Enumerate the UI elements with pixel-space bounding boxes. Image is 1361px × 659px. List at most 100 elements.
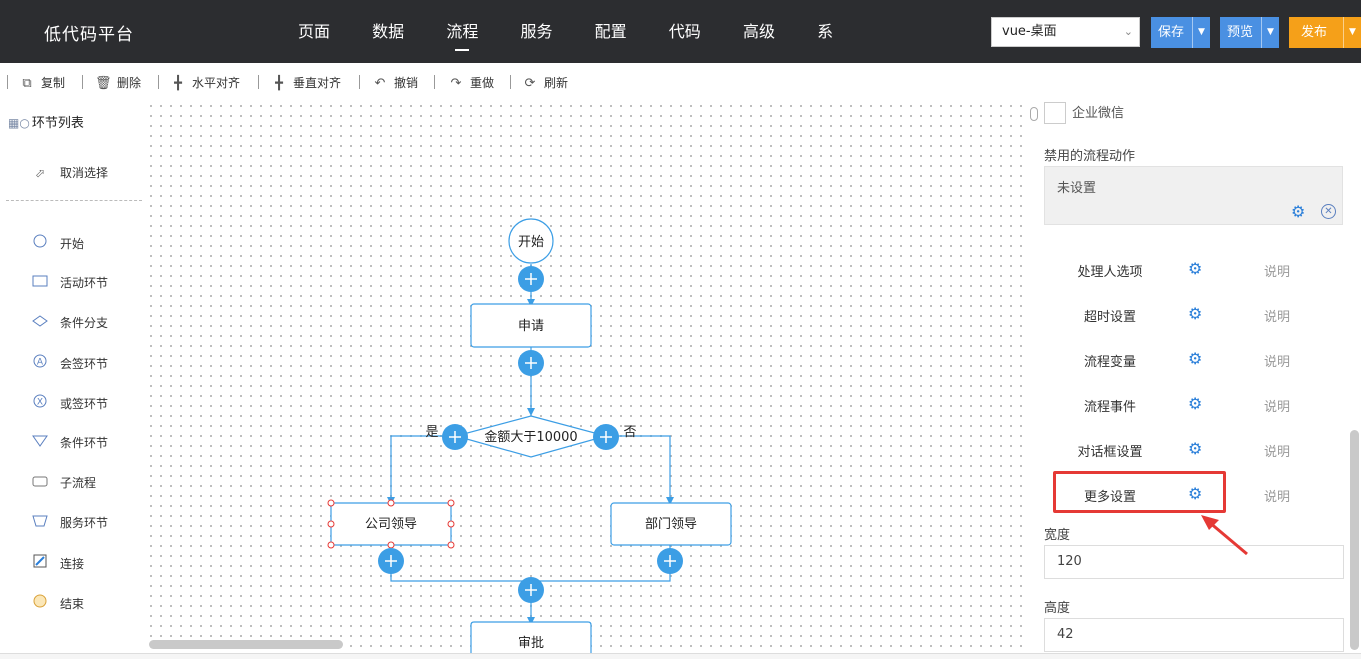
undo-label: 撤销	[394, 76, 419, 90]
menu-item-config[interactable]: 配置	[594, 22, 627, 41]
selection-handles[interactable]	[327, 499, 455, 549]
plus-icon[interactable]	[518, 577, 544, 603]
redo-icon: ↷	[450, 76, 462, 91]
help-link[interactable]: 说明	[1264, 310, 1291, 325]
width-label: 宽度	[1044, 528, 1071, 543]
copy-button[interactable]: ⧉复制	[19, 74, 65, 91]
help-link[interactable]: 说明	[1264, 490, 1291, 505]
deselect-item[interactable]: ⬀取消选择	[32, 164, 108, 181]
help-link[interactable]: 说明	[1264, 445, 1291, 460]
palette-item-or-sign[interactable]: X 或签环节	[32, 394, 108, 412]
save-button[interactable]: 保存 ▼	[1151, 17, 1210, 48]
deselect-label: 取消选择	[60, 166, 109, 180]
width-input[interactable]: 120	[1044, 545, 1344, 579]
menu-item-advanced[interactable]: 高级	[742, 22, 775, 41]
publish-button-label: 发布	[1301, 25, 1328, 40]
company-leader-label: 公司领导	[365, 517, 417, 532]
flow-canvas[interactable]: 开始 申请 金额大于10000 是 否 公司领导 部门领导	[146, 101, 1030, 653]
palette-item-condition[interactable]: 条件环节	[32, 434, 108, 451]
palette-item-start[interactable]: 开始	[32, 234, 84, 252]
redo-button[interactable]: ↷重做	[448, 74, 494, 91]
dept-leader-node[interactable]: 部门领导	[610, 502, 732, 546]
menu-item-code[interactable]: 代码	[668, 22, 701, 41]
menu-item-data[interactable]: 数据	[372, 22, 405, 41]
menu-item-flow[interactable]: 流程	[446, 0, 478, 63]
node-list-icon: ▦○	[8, 116, 30, 130]
disabled-actions-field[interactable]: 未设置 ⚙ ✕	[1044, 166, 1343, 225]
next-node-label: 审批	[518, 636, 544, 651]
gear-icon[interactable]: ⚙	[1188, 349, 1203, 368]
palette-item-label: 条件环节	[60, 436, 109, 450]
end-circle-icon	[32, 594, 48, 611]
highlight-box	[1053, 471, 1226, 513]
apply-node-label: 申请	[518, 319, 544, 334]
condition-node[interactable]: 金额大于10000	[453, 415, 609, 458]
gear-icon[interactable]: ⚙	[1188, 259, 1203, 278]
delete-label: 删除	[117, 76, 142, 90]
canvas-horizontal-scrollbar[interactable]	[149, 640, 343, 649]
refresh-button[interactable]: ⟳刷新	[522, 74, 568, 91]
menu-item-pages[interactable]: 页面	[298, 22, 331, 41]
gear-icon[interactable]: ⚙	[1188, 394, 1203, 413]
menu-item-system[interactable]: 系	[817, 22, 834, 41]
palette-item-label: 服务环节	[60, 516, 109, 530]
add-node-buttons[interactable]	[378, 266, 683, 603]
palette-item-subprocess[interactable]: 子流程	[32, 474, 96, 491]
save-dropdown-icon[interactable]: ▼	[1192, 17, 1210, 48]
align-horizontal-icon: ╋	[174, 76, 182, 91]
svg-text:X: X	[37, 398, 43, 408]
wechat-toggle[interactable]	[1030, 107, 1038, 121]
preview-button-label: 预览	[1227, 25, 1254, 40]
plus-icon[interactable]	[657, 548, 683, 574]
align-vertical-button[interactable]: ╋垂直对齐	[271, 74, 341, 91]
wechat-checkbox[interactable]	[1044, 102, 1066, 124]
wechat-label: 企业微信	[1072, 106, 1125, 121]
height-input[interactable]: 42	[1044, 618, 1344, 652]
help-link[interactable]: 说明	[1264, 400, 1291, 415]
palette-item-label: 条件分支	[60, 316, 109, 330]
plus-icon[interactable]	[593, 424, 619, 450]
menu-item-service[interactable]: 服务	[520, 22, 553, 41]
close-icon[interactable]: ✕	[1321, 204, 1336, 219]
plus-icon[interactable]	[518, 266, 544, 292]
palette-item-end[interactable]: 结束	[32, 594, 84, 612]
publish-button[interactable]: 发布 ▼	[1289, 17, 1361, 48]
toolbar-divider	[359, 75, 360, 89]
publish-dropdown-icon[interactable]: ▼	[1343, 17, 1361, 48]
help-link[interactable]: 说明	[1264, 265, 1291, 280]
palette-item-activity[interactable]: 活动环节	[32, 274, 108, 291]
preview-button[interactable]: 预览 ▼	[1220, 17, 1279, 48]
platform-select[interactable]: vue-桌面 ⌄	[991, 17, 1140, 47]
panel-vertical-scrollbar[interactable]	[1350, 430, 1359, 650]
plus-icon[interactable]	[442, 424, 468, 450]
gear-icon[interactable]: ⚙	[1188, 439, 1203, 458]
palette-item-label: 或签环节	[60, 397, 109, 411]
help-link[interactable]: 说明	[1264, 355, 1291, 370]
properties-panel: 企业微信 禁用的流程动作 未设置 ⚙ ✕ 处理人选项 ⚙ 说明 超时设置 ⚙ 说…	[1030, 101, 1361, 653]
align-vertical-icon: ╋	[275, 76, 283, 91]
start-node[interactable]: 开始	[508, 218, 554, 264]
next-node[interactable]: 审批	[470, 621, 592, 653]
plus-icon[interactable]	[378, 548, 404, 574]
setting-label: 对话框设置	[1077, 445, 1143, 460]
apply-node[interactable]: 申请	[470, 303, 592, 348]
gear-icon[interactable]: ⚙	[1291, 202, 1306, 221]
palette-item-service[interactable]: 服务环节	[32, 514, 108, 531]
copy-icon: ⧉	[22, 76, 32, 91]
plus-icon[interactable]	[518, 350, 544, 376]
palette-item-connect[interactable]: 连接	[32, 554, 84, 572]
gear-icon[interactable]: ⚙	[1188, 484, 1203, 503]
flow-diagram: 开始 申请 金额大于10000 是 否 公司领导 部门领导	[327, 218, 732, 653]
subprocess-icon	[32, 475, 48, 490]
setting-row-events: 流程事件 ⚙ 说明	[1044, 393, 1344, 417]
gear-icon[interactable]: ⚙	[1188, 304, 1203, 323]
preview-dropdown-icon[interactable]: ▼	[1261, 17, 1279, 48]
palette-item-branch[interactable]: 条件分支	[32, 314, 108, 331]
undo-button[interactable]: ↶撤销	[372, 74, 418, 91]
delete-button[interactable]: 🗑删除	[95, 74, 141, 91]
company-leader-node[interactable]: 公司领导	[327, 499, 455, 549]
refresh-label: 刷新	[544, 76, 569, 90]
align-horizontal-button[interactable]: ╋水平对齐	[170, 74, 240, 91]
connect-icon	[32, 554, 48, 571]
